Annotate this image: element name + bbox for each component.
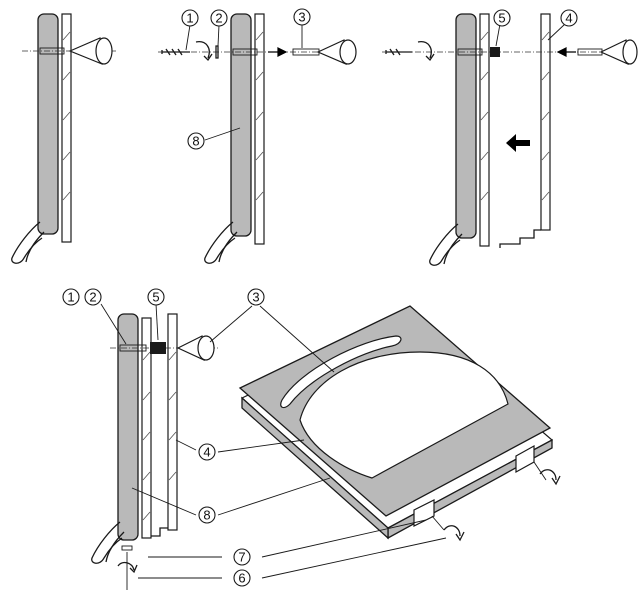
callout-7-bottom: 7 xyxy=(233,548,251,566)
leader-3-cap xyxy=(209,305,253,343)
callout-3-top: 3 xyxy=(293,8,311,26)
spacer-bush xyxy=(150,342,166,354)
glass-pane xyxy=(254,13,265,245)
door-handle-inner xyxy=(443,233,463,265)
callout-5-bottom: 5 xyxy=(147,288,165,306)
step-1-assembled-door xyxy=(11,13,118,264)
leader-8-iso xyxy=(217,477,331,516)
rotate-arrow-icon xyxy=(195,41,213,62)
screw-bore xyxy=(119,344,147,352)
cover-cap-end xyxy=(339,39,357,65)
callout-label: 4 xyxy=(203,445,210,460)
callout-label: 3 xyxy=(298,10,305,25)
callout-label: 6 xyxy=(238,571,245,586)
door-outer-panel xyxy=(117,313,139,541)
leader-4 xyxy=(547,23,566,41)
rotate-arrow-icon xyxy=(117,561,138,574)
inner-glass-pane xyxy=(479,13,490,247)
cover-cap-end xyxy=(622,39,638,65)
door-handle-inner xyxy=(25,231,45,263)
iso-screw-right xyxy=(533,461,547,481)
callout-label: 1 xyxy=(67,290,74,305)
callout-label: 8 xyxy=(192,134,199,149)
glass-bracket xyxy=(499,229,541,248)
callout-label: 5 xyxy=(152,290,159,305)
inner-glass-pane xyxy=(141,317,152,539)
callout-label: 7 xyxy=(238,550,245,565)
callout-label: 5 xyxy=(498,11,505,26)
leader-5 xyxy=(155,303,159,341)
callout-label: 8 xyxy=(203,508,210,523)
iso-handle-slot xyxy=(280,335,402,409)
bottom-washer xyxy=(121,545,133,551)
callout-1-top: 1 xyxy=(181,9,199,27)
callout-label: 3 xyxy=(252,290,259,305)
iso-lower-side xyxy=(241,396,389,540)
rotate-arrow-icon xyxy=(539,469,561,486)
screw-bore xyxy=(457,48,483,56)
leader-7-ext xyxy=(261,519,427,558)
glass-hatch xyxy=(480,31,489,201)
callout-3-bottom: 3 xyxy=(247,288,265,306)
leader-1-2 xyxy=(100,303,127,345)
callout-5-top: 5 xyxy=(493,9,511,27)
iso-window xyxy=(299,351,509,479)
leader-1 xyxy=(185,24,191,51)
big-left-arrow-icon xyxy=(506,134,530,152)
screw xyxy=(161,48,190,56)
spacer-bush xyxy=(490,47,500,57)
callout-2-top: 2 xyxy=(210,9,228,27)
glass-hatch xyxy=(142,351,177,521)
iso-screw-left xyxy=(431,515,445,531)
leader-3-iso xyxy=(259,305,335,373)
leader-6-ext xyxy=(261,537,447,579)
door-handle-inner xyxy=(218,231,238,263)
callout-label: 1 xyxy=(186,11,193,26)
glass-pane xyxy=(61,13,72,243)
step-5-isometric-door xyxy=(138,305,561,579)
door-handle-inner xyxy=(105,531,125,563)
callout-1-bottom: 1 xyxy=(62,288,80,306)
callout-4-bottom: 4 xyxy=(198,443,216,461)
leader-5 xyxy=(495,23,501,47)
callout-label: 2 xyxy=(215,11,222,26)
callout-6-bottom: 6 xyxy=(233,569,251,587)
outer-glass-hatch xyxy=(541,31,550,201)
cover-cap-end xyxy=(95,37,113,65)
outer-glass-pane xyxy=(540,13,551,231)
left-arrow-icon xyxy=(556,47,576,57)
glass-hatch xyxy=(62,31,71,201)
cover-cap-end xyxy=(197,335,215,361)
screw-bore xyxy=(232,48,258,56)
callout-2-bottom: 2 xyxy=(84,288,102,306)
leader-8-left xyxy=(131,487,197,516)
right-arrow-icon xyxy=(268,47,288,57)
callout-4-top: 4 xyxy=(560,9,578,27)
leader-4 xyxy=(175,439,197,451)
screw xyxy=(385,48,412,56)
iso-bracket-left xyxy=(413,499,435,527)
step-3-remove-glass xyxy=(382,13,638,266)
callout-label: 4 xyxy=(565,11,572,26)
screw-bore xyxy=(39,47,65,55)
leader-8 xyxy=(204,127,241,141)
leader-4-iso xyxy=(217,439,305,453)
callout-8-top: 8 xyxy=(187,132,205,150)
glass-hatch xyxy=(255,31,264,201)
washer xyxy=(215,45,219,59)
glass-bracket xyxy=(151,527,168,537)
leader-2 xyxy=(217,24,220,47)
rotate-arrow-icon xyxy=(443,525,465,542)
step-2-remove-screw xyxy=(158,13,357,264)
door-outer-panel xyxy=(455,13,477,239)
callout-8-bottom: 8 xyxy=(198,506,216,524)
callout-label: 2 xyxy=(89,290,96,305)
door-outer-panel xyxy=(230,13,252,237)
outer-glass-pane xyxy=(167,313,178,531)
door-outer-panel xyxy=(37,13,59,235)
rotate-arrow-icon xyxy=(417,41,435,62)
